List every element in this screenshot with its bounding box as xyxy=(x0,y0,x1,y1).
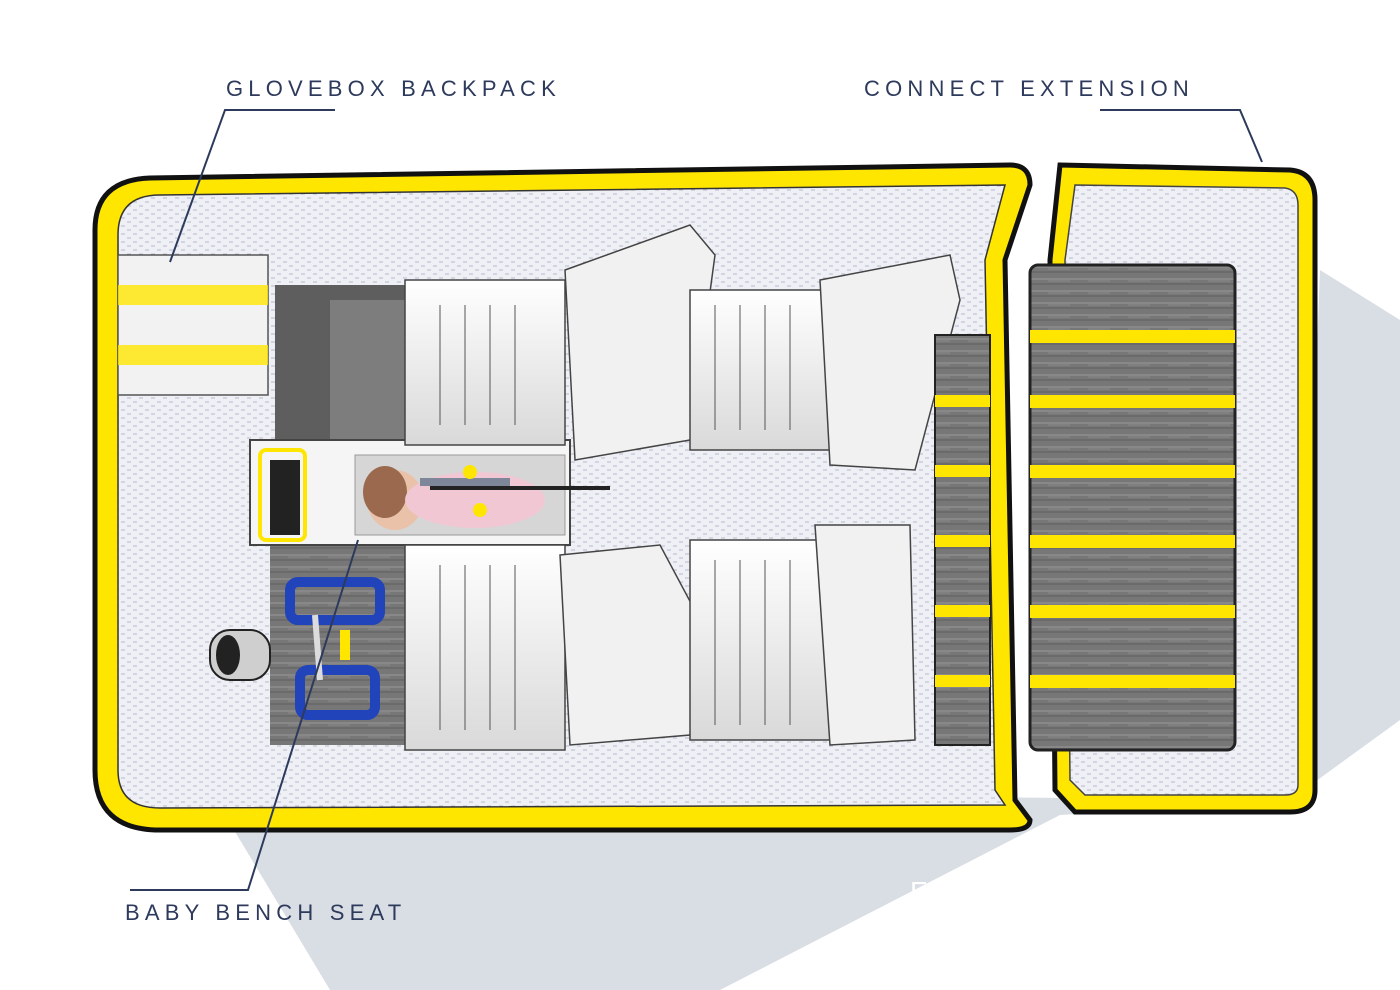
main-cabin xyxy=(92,162,1033,833)
baby-bench-seat-label: BABY BENCH SEAT xyxy=(125,900,407,925)
glovebox-backpack-label: GLOVEBOX BACKPACK xyxy=(226,76,561,101)
rear-seat-bottom xyxy=(689,524,916,746)
front-seat-bottom xyxy=(404,544,701,751)
connect-extension xyxy=(1028,162,1318,815)
rear-seat-top xyxy=(689,254,961,471)
front-seat-top xyxy=(404,224,716,461)
final-interior-title: FINAL INTERIOR xyxy=(910,876,1242,907)
stroller-handle-icon xyxy=(285,577,385,720)
glovebox-backpack xyxy=(117,254,269,396)
connect-extension-label: CONNECT EXTENSION xyxy=(864,76,1195,101)
leader-lines xyxy=(130,109,1263,891)
